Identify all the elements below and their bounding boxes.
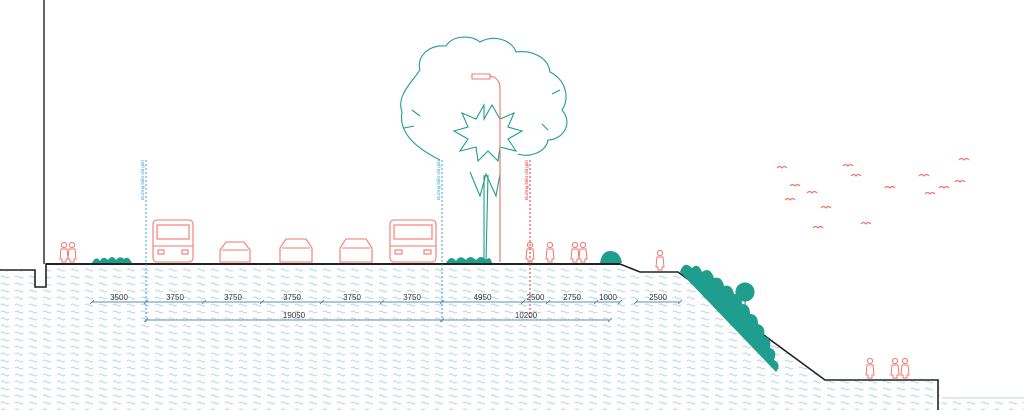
- dimension-tick: [201, 299, 207, 305]
- pedestrian-group-left: [59, 241, 77, 263]
- street-lamp-icon: [471, 73, 501, 262]
- dimension-tick: [593, 299, 599, 305]
- dimension-label: 3500: [110, 293, 128, 302]
- dimension-label: 3750: [403, 293, 421, 302]
- water-right: [942, 398, 1024, 410]
- pedestrian-icon: [578, 241, 588, 263]
- pedestrian-icon: [67, 241, 77, 263]
- pedestrian-icon: [655, 249, 665, 271]
- bird-flock: [776, 157, 970, 229]
- dimension-tick: [545, 299, 551, 305]
- dimension-tick: [259, 299, 265, 305]
- dimension-label: 3750: [166, 293, 184, 302]
- bird-icon: [958, 157, 970, 161]
- dimension-row-2: 19050 10200: [143, 311, 613, 323]
- car-icon: [339, 238, 373, 263]
- dimension-label: 19050: [283, 311, 306, 320]
- dimension-label: 2500: [527, 293, 545, 302]
- dimension-tick: [319, 299, 325, 305]
- bird-icon: [938, 185, 950, 189]
- dimension-label: 2750: [563, 293, 581, 302]
- bird-icon: [860, 221, 872, 225]
- bus-icon: [152, 219, 194, 263]
- dimension-label: 3750: [283, 293, 301, 302]
- bird-icon: [806, 190, 818, 194]
- dimension-label: 3750: [343, 293, 361, 302]
- bird-icon: [812, 225, 824, 229]
- slope-vegetation: [680, 264, 779, 372]
- boundary-line-red-label: Đường biên chỉ giới: [523, 160, 529, 200]
- shrub-icon: [735, 282, 755, 315]
- bird-icon: [924, 191, 936, 195]
- dimension-label: 4950: [474, 293, 492, 302]
- dimension-label: 1000: [599, 293, 617, 302]
- bird-icon: [784, 197, 796, 201]
- dimension-tick: [677, 299, 683, 305]
- dimension-tick: [89, 299, 95, 305]
- bird-icon: [789, 183, 801, 187]
- pedestrian-icon: [545, 241, 555, 263]
- boundary-line-left-label: Đường biên chỉ giới: [139, 160, 145, 200]
- dimension-tick: [617, 299, 623, 305]
- dimension-label: 2500: [649, 293, 667, 302]
- pedestrian-icon: [570, 241, 580, 263]
- dimension-tick: [439, 317, 445, 323]
- tall-palm-tree-icon: [452, 102, 524, 263]
- dimension-label: 3750: [224, 293, 242, 302]
- bird-icon: [918, 173, 930, 177]
- dimension-tick: [520, 299, 526, 305]
- car-icon: [219, 241, 251, 263]
- ground-fill: [0, 265, 940, 410]
- dimension-label: 10200: [515, 311, 538, 320]
- bird-icon: [776, 165, 788, 169]
- car-icon: [279, 238, 313, 263]
- dimension-tick: [633, 299, 639, 305]
- bird-icon: [884, 185, 896, 189]
- shrub-icon: [446, 257, 492, 263]
- bird-icon: [842, 163, 854, 167]
- pedestrian-icon: [865, 357, 875, 379]
- boundary-line-middle-label: Đường biên chỉ giới: [435, 160, 441, 200]
- dimension-tick: [379, 299, 385, 305]
- bird-icon: [954, 179, 966, 183]
- bird-icon: [820, 205, 832, 209]
- dimension-row-1: 3500 3750 3750 3750 3750 3750 4950 2500 2750 1000…: [89, 293, 683, 305]
- shrub-icon: [92, 257, 132, 263]
- dimension-tick: [143, 299, 149, 305]
- pedestrian-group-lower: [865, 357, 910, 379]
- pedestrian-icon: [59, 241, 69, 263]
- shrub-icon: [600, 251, 622, 263]
- bird-icon: [850, 173, 862, 177]
- bus-icon: [389, 219, 437, 263]
- dimension-tick: [143, 317, 149, 323]
- dimension-tick: [439, 299, 445, 305]
- pedestrian-icon: [890, 357, 900, 379]
- dimension-tick: [607, 317, 613, 323]
- pedestrian-icon: [900, 357, 910, 379]
